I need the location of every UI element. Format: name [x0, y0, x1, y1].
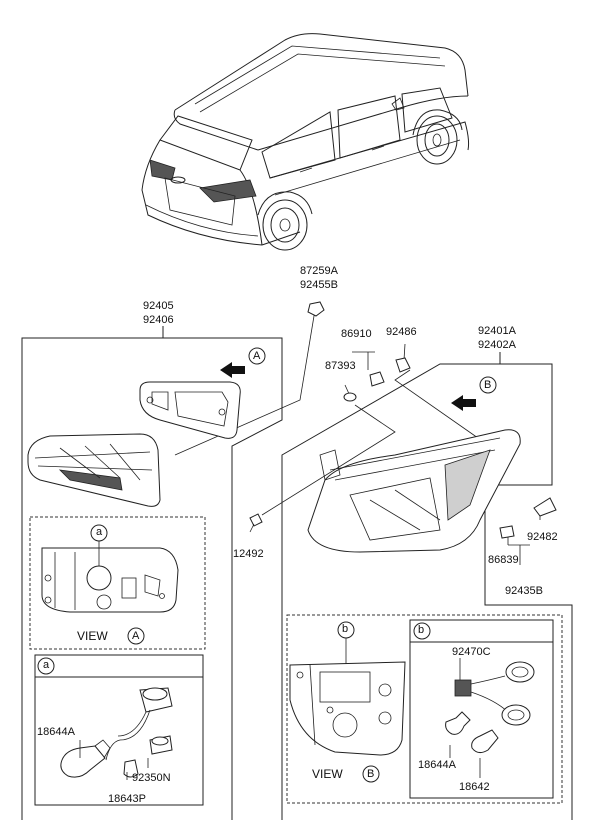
gasket-panel	[139, 381, 241, 439]
part-label-92470c: 92470C	[452, 646, 491, 658]
arrow-icon	[220, 362, 245, 378]
view-a-arrow-letter: A	[253, 350, 261, 362]
tail-lamp-icon	[27, 433, 161, 507]
socket-box-b	[409, 619, 554, 799]
view-b-box	[286, 614, 563, 804]
part-label-92486: 92486	[386, 326, 417, 338]
part-label-12492: 12492	[233, 548, 264, 560]
nut-icon	[307, 301, 325, 317]
left-group-frame	[163, 337, 283, 820]
view-b-caption: VIEW	[312, 767, 343, 781]
suv-vehicle-icon	[141, 33, 470, 251]
part-label-92350n: 92350N	[132, 772, 171, 784]
part-label-87259a: 87259A	[300, 265, 338, 277]
bulb-icon	[445, 711, 499, 754]
part-label-86910: 86910	[341, 328, 372, 340]
arrow-icon	[451, 395, 476, 411]
view-b-caption-letter: B	[367, 768, 375, 780]
view-b-arrow-letter: B	[484, 379, 492, 391]
part-label-18644a-left: 18644A	[37, 726, 75, 738]
view-b-marker-circle	[479, 376, 497, 394]
part-label-92435b: 92435B	[505, 585, 543, 597]
part-label-92406: 92406	[143, 314, 174, 326]
bulb-icon	[60, 739, 139, 778]
view-a-box	[29, 516, 206, 650]
part-label-92482: 92482	[527, 531, 558, 543]
part-label-18642: 18642	[459, 781, 490, 793]
view-b-socket-marker: b	[342, 623, 349, 635]
part-label-92401a: 92401A	[478, 325, 516, 337]
part-label-18644a-right: 18644A	[418, 759, 456, 771]
screw-icon	[249, 357, 557, 539]
tail-lamp-icon	[307, 429, 521, 553]
socket-box-a	[34, 654, 204, 806]
box-a-header-marker: a	[43, 659, 50, 671]
part-label-92405: 92405	[143, 300, 174, 312]
view-a-marker-circle	[248, 347, 266, 365]
part-label-18643p: 18643P	[108, 793, 146, 805]
view-a-socket-marker: a	[96, 526, 103, 538]
part-label-86839: 86839	[488, 554, 519, 566]
part-label-92402a: 92402A	[478, 339, 516, 351]
box-b-header-marker: b	[418, 624, 425, 636]
part-label-92455b: 92455B	[300, 279, 338, 291]
socket-icon	[454, 661, 535, 726]
view-a-caption-letter: A	[132, 630, 140, 642]
view-a-caption: VIEW	[77, 629, 108, 643]
socket-icon	[105, 687, 173, 761]
part-label-87393: 87393	[325, 360, 356, 372]
